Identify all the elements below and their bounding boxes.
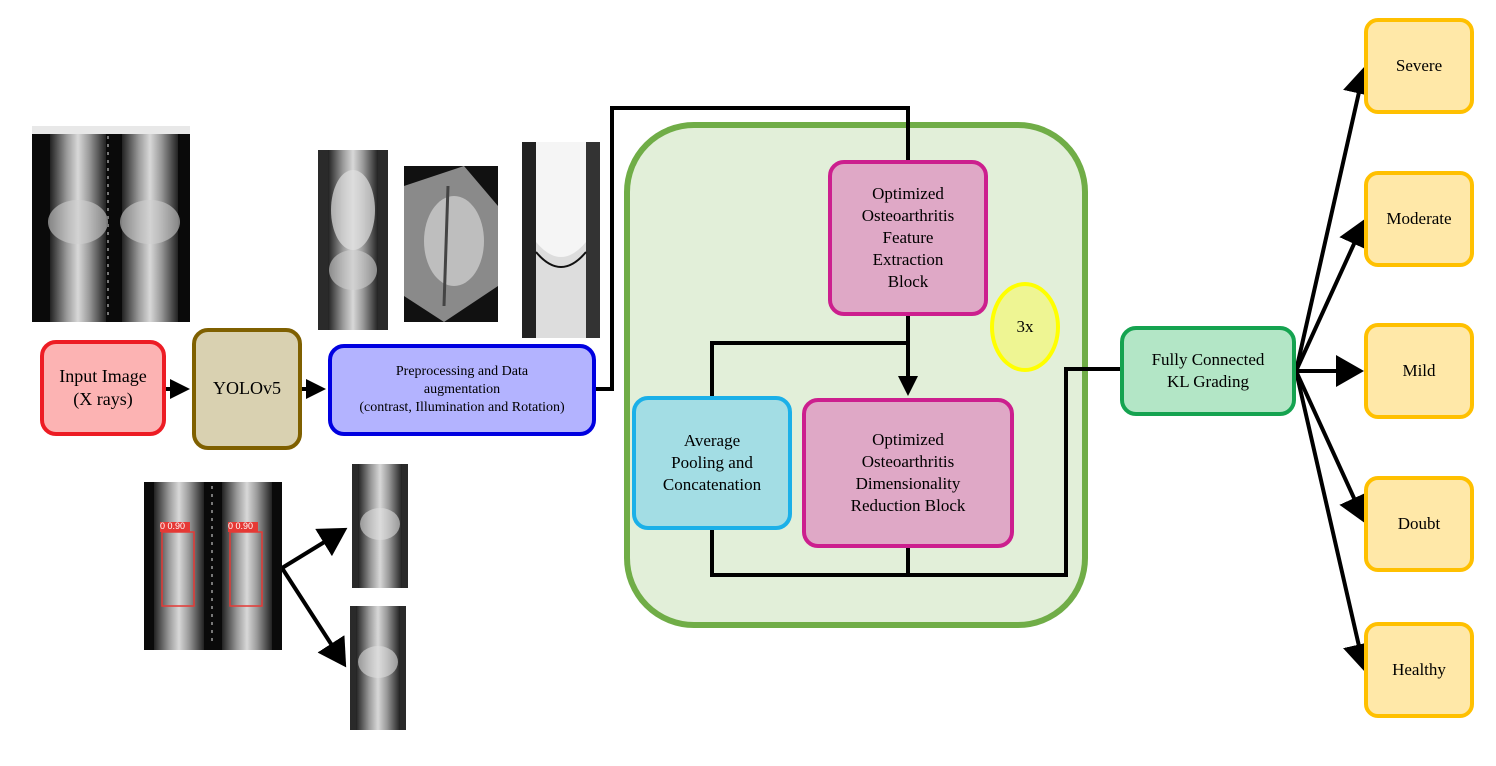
yolov5-label: YOLOv5 [213, 378, 281, 399]
arrow-fc-to-severe [1294, 66, 1375, 372]
average-pooling-node: Average Pooling and Concatenation [632, 396, 792, 530]
repeat-label: 3x [1016, 317, 1034, 336]
average-pooling-label: Average Pooling and Concatenation [662, 430, 762, 495]
yolo-detection-xray: 0 0.90 0 0.90 [144, 482, 282, 650]
detection-label-left: 0 0.90 [160, 521, 186, 531]
arrow-fc-to-moderate [1294, 218, 1369, 372]
preprocessing-label: Preprocessing and Data augmentation (con… [359, 363, 565, 416]
repeat-badge: 3x [990, 282, 1060, 372]
output-doubt-label: Doubt [1397, 514, 1441, 533]
output-severe: Severe [1364, 18, 1474, 114]
input-image-label: Input Image (X rays) [59, 365, 147, 409]
output-healthy: Healthy [1364, 622, 1474, 718]
fully-connected-label: Fully Connected KL Grading [1151, 349, 1265, 391]
arrow-fc-to-doubt [1294, 370, 1369, 524]
augmented-xray-illumination [522, 142, 600, 338]
output-mild: Mild [1364, 323, 1474, 419]
input-image-node: Input Image (X rays) [40, 340, 166, 436]
output-healthy-label: Healthy [1392, 660, 1446, 679]
feature-extraction-block: Optimized Osteoarthritis Feature Extract… [828, 160, 988, 316]
yolov5-node: YOLOv5 [192, 328, 302, 450]
arrow-detection-top [280, 527, 348, 570]
cropped-knee-xray-2 [350, 606, 406, 730]
output-moderate: Moderate [1364, 171, 1474, 267]
augmented-xray-contrast [318, 150, 388, 330]
augmented-xray-rotation [404, 166, 498, 322]
wire-prep-to-feature [596, 106, 910, 391]
arrow-fc-to-healthy [1294, 370, 1375, 672]
cropped-knee-xray-1 [352, 464, 408, 588]
output-severe-label: Severe [1395, 56, 1443, 75]
dimensionality-reduction-label: Optimized Osteoarthritis Dimensionality … [850, 429, 966, 516]
output-mild-label: Mild [1402, 361, 1436, 380]
fully-connected-node: Fully Connected KL Grading [1120, 326, 1296, 416]
dimensionality-reduction-block: Optimized Osteoarthritis Dimensionality … [802, 398, 1014, 548]
output-moderate-label: Moderate [1386, 209, 1452, 228]
wire-dim-to-fc [906, 367, 1120, 577]
wire-feature-to-pooling [710, 341, 908, 396]
feature-extraction-label: Optimized Osteoarthritis Feature Extract… [861, 183, 955, 292]
input-xray-image [32, 126, 190, 322]
preprocessing-node: Preprocessing and Data augmentation (con… [328, 344, 596, 436]
arrow-detection-bottom [280, 566, 347, 668]
detection-label-right: 0 0.90 [228, 521, 254, 531]
output-doubt: Doubt [1364, 476, 1474, 572]
